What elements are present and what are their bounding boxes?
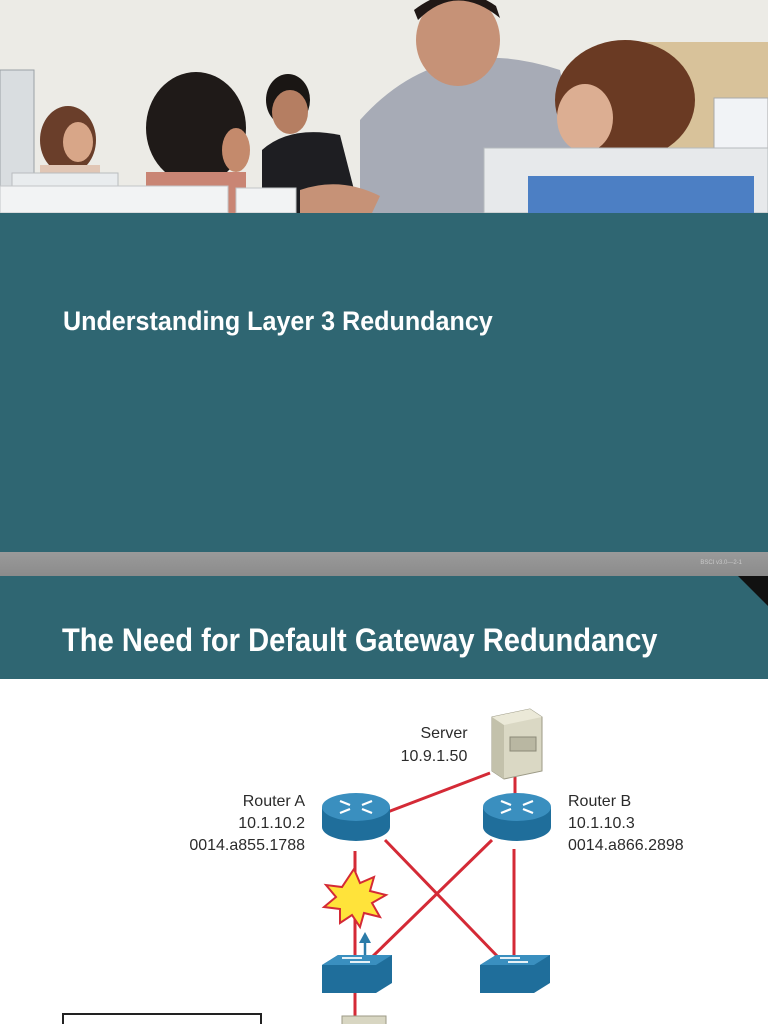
router-a-ip: 10.1.10.2 xyxy=(238,815,305,832)
host-icon xyxy=(341,1015,387,1024)
slide-title: The Need for Default Gateway Redundancy xyxy=(62,622,658,658)
server-label: Server xyxy=(420,725,468,742)
slide-header: The Need for Default Gateway Redundancy xyxy=(0,576,768,679)
footer-course-code: BSCI v3.0—2-1 xyxy=(700,560,742,566)
network-diagram: Server 10.9.1.50 Router A 10.1.10.2 0014… xyxy=(0,679,768,1024)
title-slide: Understanding Layer 3 Redundancy xyxy=(0,0,768,552)
switch-1-icon xyxy=(322,955,392,993)
router-a-mac: 0014.a855.1788 xyxy=(189,837,305,854)
slide-title: Understanding Layer 3 Redundancy xyxy=(63,306,493,336)
link-routerA-server xyxy=(384,771,491,815)
link-routerA-switch2 xyxy=(383,838,502,961)
router-b-ip: 10.1.10.3 xyxy=(568,815,635,832)
link-routerB-switch1 xyxy=(368,838,494,961)
server-icon xyxy=(491,708,543,780)
callout-box xyxy=(62,1013,262,1024)
classroom-photo xyxy=(0,0,768,213)
traffic-arrow-icon xyxy=(359,932,371,957)
link-failure-icon xyxy=(321,866,389,930)
server-ip: 10.9.1.50 xyxy=(401,748,468,765)
router-a-label: Router A xyxy=(243,793,306,810)
router-a-icon xyxy=(322,793,390,841)
router-b-mac: 0014.a866.2898 xyxy=(568,837,684,854)
router-b-icon xyxy=(483,793,551,841)
router-b-label: Router B xyxy=(568,793,631,810)
corner-mark xyxy=(738,576,768,606)
slide-footer: BSCI v3.0—2-1 xyxy=(0,552,768,576)
switch-2-icon xyxy=(480,955,550,993)
